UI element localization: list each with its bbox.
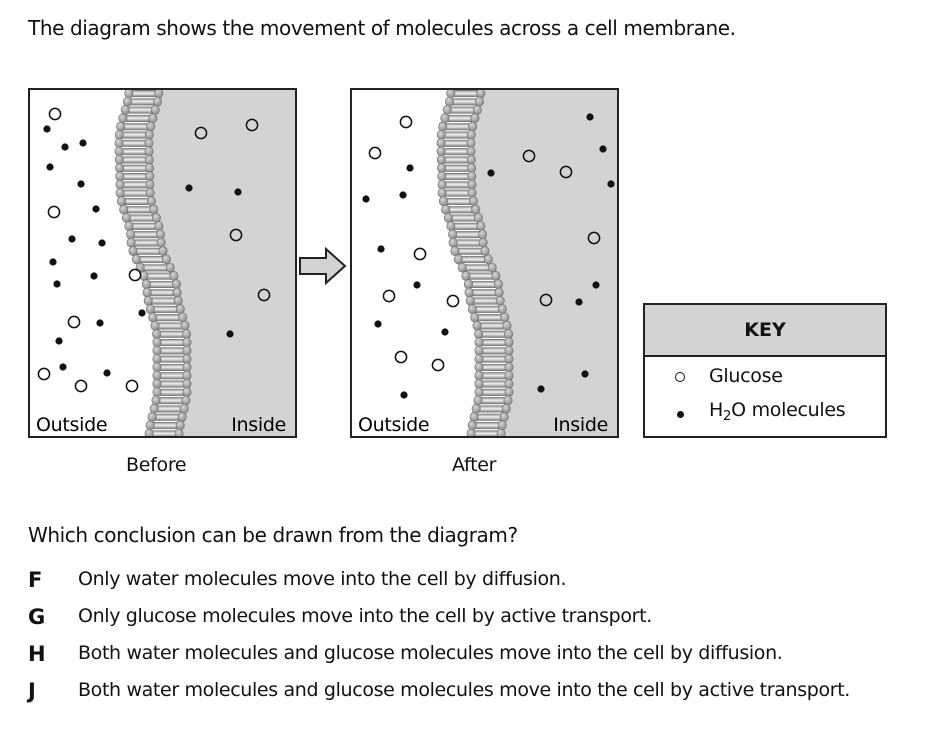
key-title: KEY [645,305,885,357]
water-molecule-outside [43,125,51,133]
after-outside-label: Outside [358,414,429,436]
molecules [37,107,271,393]
glucose-molecule-outside [128,268,142,282]
key-item-glucose: Glucose [645,365,783,387]
glucose-molecule-inside [245,118,259,132]
before-inside-label: Inside [231,414,286,436]
water-molecule-outside [362,195,370,203]
choice-letter: J [28,679,36,703]
after-inside-label: Inside [553,414,608,436]
panel-border [350,88,619,438]
question-text: Which conclusion can be drawn from the d… [28,523,518,547]
open-circle-icon [675,372,685,382]
water-molecule-outside [46,163,54,171]
water-molecule-outside [77,180,85,188]
glucose-molecule-outside [382,289,396,303]
water-molecule-outside [98,239,106,247]
before-panel [28,88,297,438]
water-molecule-outside [138,309,146,317]
key-item-water: H2O molecules [645,399,846,424]
water-molecule-inside [586,113,594,121]
glucose-molecule-outside [368,146,382,160]
choice-letter: H [28,642,46,666]
glucose-molecule-outside [413,247,427,261]
glucose-molecule-outside [67,315,81,329]
glucose-molecule-inside [229,228,243,242]
water-molecule-outside [406,164,414,172]
water-molecule-inside [487,169,495,177]
key-label-glucose: Glucose [709,365,783,387]
inside-region [470,89,618,437]
choice-h[interactable]: H Both water molecules and glucose molec… [28,642,783,666]
before-outside-label: Outside [36,414,107,436]
choice-text: Only water molecules move into the cell … [78,568,567,590]
choice-text: Both water molecules and glucose molecul… [78,642,783,664]
choice-f[interactable]: F Only water molecules move into the cel… [28,568,567,592]
glucose-molecule-inside [194,126,208,140]
water-molecule-outside [61,143,69,151]
key-label-water: H2O molecules [709,399,846,424]
after-panel [350,88,619,438]
water-molecule-outside [441,328,449,336]
water-molecule-outside [59,363,67,371]
molecules [362,113,615,399]
water-molecule-outside [400,391,408,399]
water-molecule-inside [226,330,234,338]
glucose-molecule-outside [47,205,61,219]
water-molecule-outside [96,319,104,327]
glucose-molecule-inside [539,293,553,307]
water-molecule-outside [399,191,407,199]
glucose-molecule-inside [257,288,271,302]
water-molecule-inside [575,298,583,306]
glucose-molecule-outside [37,367,51,381]
water-molecule-inside [592,281,600,289]
inside-region [148,89,296,437]
water-molecule-outside [103,369,111,377]
water-molecule-inside [599,145,607,153]
water-molecule-outside [53,280,61,288]
water-molecule-inside [537,385,545,393]
water-molecule-outside [413,281,421,289]
water-molecule-outside [55,337,63,345]
before-caption: Before [126,454,187,476]
panel-border [28,88,297,438]
choice-text: Both water molecules and glucose molecul… [78,679,850,701]
water-molecule-inside [581,370,589,378]
water-molecule-inside [607,180,615,188]
after-caption: After [452,454,497,476]
glucose-molecule-outside [48,107,62,121]
glucose-molecule-outside [431,358,445,372]
water-molecule-outside [68,235,76,243]
water-molecule-outside [90,272,98,280]
water-molecule-outside [79,139,87,147]
filled-dot-icon [676,410,684,418]
intro-text: The diagram shows the movement of molecu… [28,16,736,40]
glucose-molecule-inside [559,165,573,179]
water-molecule-outside [374,320,382,328]
water-molecule-outside [49,258,57,266]
glucose-molecule-outside [74,379,88,393]
glucose-molecule-outside [125,379,139,393]
membrane-diagram: Outside Inside Outside Inside [28,88,619,438]
water-molecule-inside [185,184,193,192]
glucose-molecule-inside [587,231,601,245]
choice-g[interactable]: G Only glucose molecules move into the c… [28,605,652,629]
key-legend: KEY Glucose H2O molecules [643,303,887,438]
choice-text: Only glucose molecules move into the cel… [78,605,652,627]
cell-membrane [436,89,514,437]
water-molecule-inside [234,188,242,196]
choice-j[interactable]: J Both water molecules and glucose molec… [28,679,850,703]
glucose-molecule-outside [399,115,413,129]
cell-membrane [114,89,192,437]
glucose-molecule-inside [522,149,536,163]
choice-letter: F [28,568,42,592]
glucose-molecule-outside [446,294,460,308]
right-arrow-icon [299,246,347,286]
choice-letter: G [28,605,45,629]
water-molecule-outside [377,245,385,253]
water-molecule-outside [92,205,100,213]
glucose-molecule-outside [394,350,408,364]
